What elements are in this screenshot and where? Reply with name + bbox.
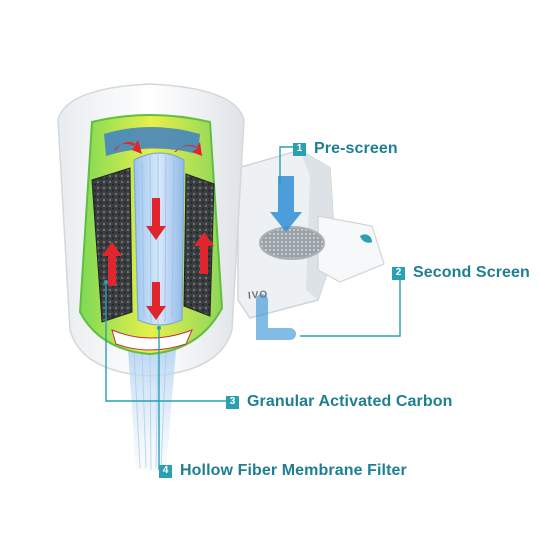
red-flow-arrow-icon xyxy=(102,140,214,320)
clip-block xyxy=(317,215,385,283)
brand-logo-text: IVO xyxy=(247,289,269,302)
water-stream xyxy=(128,350,176,470)
callout-second-screen: 2 Second Screen xyxy=(392,264,530,282)
water-flow-arrow-icon xyxy=(256,294,296,340)
leader-line-1 xyxy=(279,146,293,185)
hollow-fiber-core xyxy=(133,152,185,326)
callout-number: 4 xyxy=(159,464,172,478)
callout-number: 3 xyxy=(226,395,239,409)
callout-label: Hollow Fiber Membrane Filter xyxy=(180,462,407,479)
callout-label: Second Screen xyxy=(413,264,530,281)
leader-line-3 xyxy=(105,282,226,402)
callout-hollow-fiber-membrane-filter: 4 Hollow Fiber Membrane Filter xyxy=(159,462,407,480)
callout-pre-screen: 1 Pre-screen xyxy=(293,140,398,158)
callout-number: 2 xyxy=(392,266,405,280)
callout-number: 1 xyxy=(293,142,306,156)
callout-label: Pre-screen xyxy=(314,140,398,157)
water-flow-arrow-icon xyxy=(270,176,302,232)
callout-granular-activated-carbon: 3 Granular Activated Carbon xyxy=(226,393,453,411)
clip-dot xyxy=(360,234,372,243)
callout-label: Granular Activated Carbon xyxy=(247,393,453,410)
filter-mesh-icon xyxy=(259,226,325,260)
